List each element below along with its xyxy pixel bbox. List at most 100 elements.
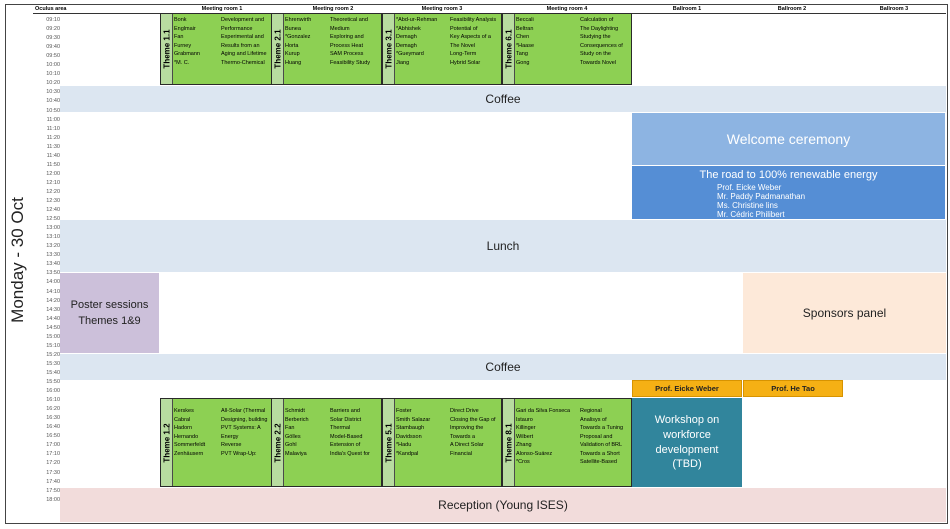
time-label: 11:30 [46, 143, 60, 150]
road-speakers: Prof. Eicke Weber Mr. Paddy Padmanathan … [717, 183, 805, 219]
speaker-name: Furney [174, 42, 192, 49]
talk-title: Study on the [580, 51, 611, 57]
time-label: 10:10 [46, 71, 60, 78]
speaker-name: Smith Salazar [396, 416, 431, 423]
speaker-name: Fan [174, 34, 184, 40]
time-label: 11:40 [46, 152, 60, 159]
talk-title: PVT Systems: A [221, 425, 261, 431]
talk-titles: Regional Analisys of Towards a Tuning Pr… [580, 407, 631, 467]
time-label: 12:00 [46, 170, 60, 177]
talk-title: All-Solar (Thermal [221, 408, 266, 414]
speaker-name: Tang [516, 51, 528, 57]
time-label: 16:10 [46, 397, 60, 404]
talk-titles: Barriers and Solar District Thermal Mode… [330, 407, 381, 458]
speaker-name: Cabral [174, 416, 191, 423]
talk-title: PVT Wrap-Up: [221, 450, 257, 457]
speaker-name: Wilbert [516, 433, 534, 440]
speaker-name: Englmair [174, 25, 196, 32]
talk-title: Barriers and [330, 408, 360, 414]
coffee-band-1: Coffee [60, 86, 946, 112]
talk-title: Validation of BRL [580, 442, 623, 448]
speaker-name: *Haase [516, 42, 535, 49]
time-label: 12:20 [46, 188, 60, 195]
talk-title: Theoretical and [330, 17, 368, 23]
header-ballroom-2: Ballroom 2 [742, 5, 842, 14]
talk-title: Feasibility Analysis [450, 17, 497, 23]
time-label: 12:10 [46, 179, 60, 186]
time-label: 12:50 [46, 216, 60, 223]
speaker-name: Gohl [285, 442, 297, 448]
talk-title: Improving the [450, 425, 484, 431]
header-ballroom-3: Ballroom 3 [842, 5, 946, 14]
poster-sessions: Poster sessions Themes 1&9 [60, 273, 159, 353]
time-label: 17:40 [46, 478, 60, 485]
time-label: 13:10 [46, 234, 60, 241]
speaker-name: Schmidt [285, 408, 305, 414]
speaker-name: Alonso-Suárez [516, 450, 553, 457]
time-label: 10:30 [46, 89, 60, 96]
speaker-name: Killinger [516, 425, 536, 431]
theme-block-afternoon-2: Theme 2.2 Schmidt Berberich Fan Gölles G… [271, 398, 382, 487]
lunch-band: Lunch [60, 220, 946, 272]
time-label: 13:40 [46, 261, 60, 268]
time-label: 11:10 [46, 125, 60, 132]
speaker-name: Stambaugh [396, 425, 425, 431]
day-label: Monday - 30 Oct [8, 197, 27, 323]
speaker-name: Beltran [516, 25, 534, 32]
time-label: 10:00 [46, 62, 60, 69]
speaker-name: *Kandpal [396, 450, 419, 457]
theme-tab: Theme 8.1 [503, 399, 515, 486]
time-label: 13:20 [46, 243, 60, 250]
speaker-name: *Abhishek [396, 25, 421, 32]
road-title: The road to 100% renewable energy [699, 169, 878, 181]
time-label: 15:10 [46, 342, 60, 349]
speaker-name: Hernando [174, 433, 199, 440]
schedule-frame [5, 4, 948, 524]
speaker-name: Grabmann [174, 51, 200, 57]
talk-title: Long-Term [450, 51, 477, 57]
talk-title: Medium [330, 25, 350, 32]
talk-title: Financial [450, 450, 473, 457]
header-ballroom-1: Ballroom 1 [632, 5, 742, 14]
talk-title: Reverse [221, 442, 242, 448]
time-label: 10:40 [46, 98, 60, 105]
speaker-names: Schmidt Berberich Fan Gölles Gohl Malavi… [285, 407, 328, 458]
time-label: 14:50 [46, 324, 60, 331]
time-label: 09:30 [46, 35, 60, 42]
time-label: 11:20 [46, 134, 60, 141]
talk-title: Key Aspects of a [450, 34, 491, 40]
coffee-band-2: Coffee [60, 354, 946, 380]
speaker-names: *Abd-ur-Rehman *Abhishek Demagh Demagh *… [396, 16, 448, 67]
road-speaker: Prof. Eicke Weber [717, 183, 782, 192]
time-label: 15:30 [46, 360, 60, 367]
talk-title: Designing, building [221, 416, 268, 423]
speaker-name: Kurup [285, 51, 300, 57]
speaker-names: Beccali Beltran Chen *Haase Tang Gong [516, 16, 576, 67]
time-label: 17:10 [46, 451, 60, 458]
time-label: 17:20 [46, 460, 60, 467]
time-label: 15:00 [46, 333, 60, 340]
time-label: 17:50 [46, 487, 60, 494]
time-label: 14:40 [46, 315, 60, 322]
time-label: 14:30 [46, 306, 60, 313]
talk-title: Energy [221, 433, 239, 440]
talk-titles: Direct Drive Closing the Gap of Improvin… [450, 407, 501, 458]
road-speaker: Ms. Christine lins [717, 201, 778, 210]
speaker-name: *Gonzalez [285, 34, 311, 40]
theme-tab: Theme 2.1 [272, 14, 284, 84]
talk-title: The Novel [450, 42, 476, 49]
talk-title: Studying the [580, 34, 611, 40]
time-label: 11:50 [46, 161, 60, 168]
talk-title: Extension of [330, 442, 361, 448]
time-label: 18:00 [46, 496, 60, 503]
theme-tab: Theme 3.1 [383, 14, 395, 84]
talk-title: Thermal [330, 425, 351, 431]
talk-title: Towards a Tuning [580, 425, 624, 431]
speaker-name: Istauro [516, 416, 533, 423]
theme-block-morning-4: Theme 6.1 Beccali Beltran Chen *Haase Ta… [502, 13, 632, 85]
speaker-names: Ehrenwirth Bunea *Gonzalez Horta Kurup H… [285, 16, 328, 67]
speaker-name: Fan [285, 425, 295, 431]
theme-block-afternoon-4: Theme 8.1 Gari da Silva Fonseca Istauro … [502, 398, 632, 487]
theme-tab: Theme 1.2 [161, 399, 173, 486]
talk-title: Regional [580, 408, 602, 414]
